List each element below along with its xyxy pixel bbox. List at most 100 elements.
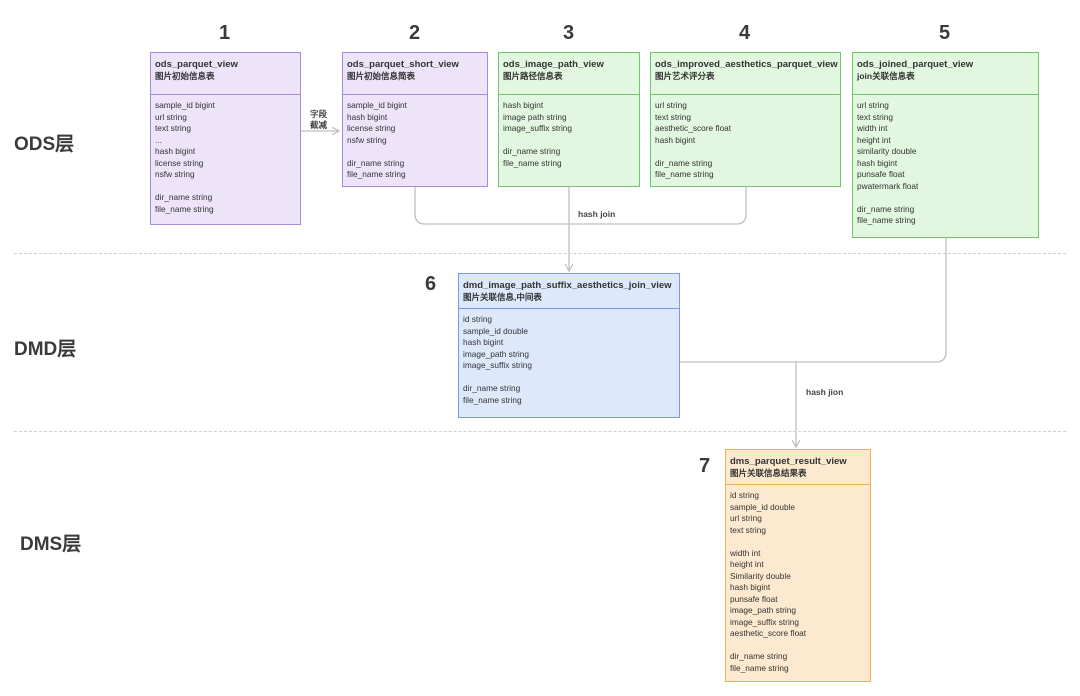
join-line-6-5-to-7 (680, 361, 796, 446)
field: aesthetic_score float (655, 123, 732, 133)
table-desc: 图片初始信息简表 (347, 71, 416, 81)
table-desc: 图片关联信息结果表 (730, 468, 807, 478)
field: width int (857, 123, 888, 133)
field: image_path string (463, 348, 529, 359)
table-desc: 图片路径信息表 (503, 71, 563, 81)
field: file_name string (655, 169, 714, 179)
line-from-5 (796, 238, 947, 363)
field: dir_name string (463, 383, 521, 393)
truncate-label-line1: 字段 (310, 109, 328, 119)
field: file_name string (463, 394, 522, 405)
field-spacer (155, 181, 296, 193)
step-number-4: 4 (739, 22, 751, 44)
field-spacer (730, 536, 866, 548)
table-name: ods_image_path_view (503, 59, 604, 70)
join-line-2-3-4 (414, 187, 747, 225)
field: text string (655, 111, 691, 122)
step-number-1: 1 (219, 22, 231, 44)
table-name: ods_parquet_view (155, 59, 238, 70)
field: nsfw string (155, 169, 195, 179)
table-dmd-image-path-suffix-aesthetics-join-view: dmd_image_path_suffix_aesthetics_join_vi… (458, 273, 680, 418)
field: license string (347, 123, 396, 133)
field: width int (730, 547, 761, 558)
table-fields: sample_id bigint url string text string … (151, 95, 300, 220)
field: license string (155, 157, 204, 168)
table-fields: url string text string aesthetic_score f… (651, 95, 840, 186)
step-number-7: 7 (699, 455, 711, 477)
table-ods-parquet-short-view: ods_parquet_short_view 图片初始信息简表 sample_i… (342, 52, 488, 187)
divider-ods-dmd (14, 253, 1066, 254)
layer-label-ods: ODS层 (14, 134, 75, 155)
table-name: ods_parquet_short_view (347, 59, 459, 70)
table-desc: 图片初始信息表 (155, 71, 215, 81)
table-header: ods_parquet_short_view 图片初始信息简表 (343, 53, 487, 95)
hash-join-label: hash join (578, 209, 616, 219)
table-ods-image-path-view: ods_image_path_view 图片路径信息表 hash bigint … (498, 52, 640, 187)
field: id string (730, 490, 760, 500)
layer-label-dmd: DMD层 (14, 339, 77, 360)
field: url string (155, 111, 187, 122)
field: file_name string (730, 662, 789, 673)
field: hash bigint (655, 134, 696, 145)
field: text string (730, 524, 766, 535)
table-fields: id string sample_id double url string te… (726, 485, 870, 679)
table-name: dms_parquet_result_view (730, 456, 847, 467)
field: file_name string (155, 203, 214, 214)
hash-jion-label: hash jion (806, 387, 844, 397)
table-name: ods_improved_aesthetics_parquet_view (655, 59, 838, 70)
field: file_name string (347, 169, 406, 179)
field: nsfw string (347, 134, 387, 145)
table-fields: url string text string width int height … (853, 95, 1038, 232)
table-header: ods_joined_parquet_view join关联信息表 (853, 53, 1038, 95)
table-ods-parquet-view: ods_parquet_view 图片初始信息表 sample_id bigin… (150, 52, 301, 225)
field: file_name string (503, 157, 562, 168)
field: url string (655, 100, 687, 110)
field: ... (155, 134, 162, 145)
table-header: dmd_image_path_suffix_aesthetics_join_vi… (459, 274, 679, 309)
field: dir_name string (503, 146, 561, 156)
field: punsafe float (857, 169, 905, 179)
table-desc: join关联信息表 (857, 71, 915, 81)
field: text string (155, 123, 191, 133)
field: height int (730, 559, 764, 569)
table-dms-parquet-result-view: dms_parquet_result_view 图片关联信息结果表 id str… (725, 449, 871, 682)
field-spacer (857, 192, 1034, 204)
field: hash bigint (503, 100, 544, 110)
field: text string (857, 111, 893, 122)
field-spacer (655, 146, 836, 158)
field-spacer (730, 640, 866, 652)
table-header: ods_parquet_view 图片初始信息表 (151, 53, 300, 95)
field: height int (857, 134, 891, 145)
field: file_name string (857, 215, 916, 225)
table-ods-joined-parquet-view: ods_joined_parquet_view join关联信息表 url st… (852, 52, 1039, 238)
field: image_suffix string (463, 360, 533, 370)
field-spacer (503, 135, 635, 147)
field: sample_id bigint (155, 100, 215, 110)
field: sample_id bigint (347, 100, 407, 110)
field: dir_name string (857, 203, 915, 214)
field: hash bigint (857, 157, 898, 168)
field: hash bigint (463, 337, 504, 347)
table-name: ods_joined_parquet_view (857, 59, 974, 70)
field: hash bigint (155, 146, 196, 156)
field: dir_name string (347, 157, 405, 168)
field: url string (730, 513, 762, 523)
table-header: ods_improved_aesthetics_parquet_view 图片艺… (651, 53, 840, 95)
field: dir_name string (730, 651, 788, 661)
table-ods-improved-aesthetics-parquet-view: ods_improved_aesthetics_parquet_view 图片艺… (650, 52, 841, 187)
field: dir_name string (655, 157, 713, 168)
table-fields: id string sample_id double hash bigint i… (459, 309, 679, 411)
table-desc: 图片关联信息,中间表 (463, 292, 542, 302)
field: aesthetic_score float (730, 628, 807, 638)
field: image path string (503, 111, 567, 122)
field: image_suffix string (503, 123, 573, 133)
field: Similarity double (730, 570, 791, 581)
step-number-3: 3 (563, 22, 575, 44)
field: punsafe float (730, 593, 778, 604)
field: image_path string (730, 605, 796, 615)
table-header: ods_image_path_view 图片路径信息表 (499, 53, 639, 95)
field-spacer (347, 146, 483, 158)
field: hash bigint (347, 111, 388, 122)
field: sample_id double (463, 325, 529, 336)
